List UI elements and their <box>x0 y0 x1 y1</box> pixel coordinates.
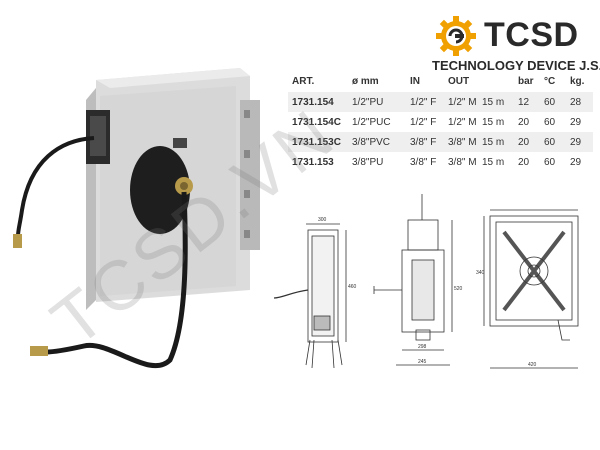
cell-in: 1/2" F <box>410 92 448 112</box>
col-art: ART. <box>292 75 315 87</box>
dim-side-height: 460 <box>348 284 357 290</box>
dim-front-width: 298 <box>418 344 427 350</box>
dim-side-top: 300 <box>318 217 327 223</box>
table-row: 1731.153 3/8"PU 3/8" F 3/8" M 15 m 20 60… <box>288 152 593 172</box>
col-len <box>482 70 518 92</box>
table-header-row: ART. ø mm IN OUT bar °C kg. <box>288 70 593 92</box>
logo-brand: TCSD <box>484 16 579 54</box>
cell-out: 1/2" M <box>448 92 482 112</box>
cell-art: 1731.154 <box>288 92 352 112</box>
cell-out: 3/8" M <box>448 132 482 152</box>
cell-deg: 60 <box>544 116 556 128</box>
company-logo: TCSD TECHNOLOGY DEVICE J.S.C <box>432 8 600 78</box>
gear-logo-icon <box>436 16 476 56</box>
dim-front-height: 520 <box>454 286 463 292</box>
dim-front-bottom: 245 <box>418 359 427 365</box>
cell-deg: 60 <box>544 132 570 152</box>
cell-kg: 29 <box>570 156 582 168</box>
cell-art: 1731.153C <box>288 132 352 152</box>
cell-len: 15 m <box>482 116 505 128</box>
cell-in: 3/8" F <box>410 156 437 168</box>
table-row: 1731.153C 3/8"PVC 3/8" F 3/8" M 15 m 20 … <box>288 132 593 152</box>
col-mm: ø mm <box>352 75 379 87</box>
logo-tagline: TECHNOLOGY DEVICE J.S.C <box>432 58 600 73</box>
cell-bar: 20 <box>518 156 530 168</box>
col-out: OUT <box>448 75 470 87</box>
cell-len: 15 m <box>482 92 518 112</box>
cell-deg: 60 <box>544 92 570 112</box>
front-view-drawing <box>373 194 453 366</box>
cell-in: 1/2" F <box>410 116 437 128</box>
cell-out: 3/8" M <box>448 156 477 168</box>
dim-rear-height: 340 <box>476 270 485 276</box>
technical-drawing: 300 460 520 298 245 340 420 <box>273 194 579 369</box>
col-bar: bar <box>518 75 534 87</box>
cell-mm: 3/8"PU <box>352 156 384 168</box>
cell-len: 15 m <box>482 132 518 152</box>
cell-bar: 20 <box>518 132 544 152</box>
cell-art: 1731.154C <box>292 116 341 128</box>
rear-view-drawing <box>483 209 579 369</box>
cell-kg: 28 <box>570 92 593 112</box>
cell-len: 15 m <box>482 156 505 168</box>
cell-out: 1/2" M <box>448 116 477 128</box>
cell-kg: 29 <box>570 116 582 128</box>
cell-bar: 20 <box>518 116 530 128</box>
cell-art: 1731.153 <box>292 156 334 168</box>
dim-rear-width: 420 <box>528 362 537 368</box>
col-in: IN <box>410 75 420 87</box>
cell-kg: 29 <box>570 132 593 152</box>
table-row: 1731.154 1/2"PU 1/2" F 1/2" M 15 m 12 60… <box>288 92 593 112</box>
hose-reel-photo <box>13 68 260 369</box>
cell-in: 3/8" F <box>410 132 448 152</box>
col-deg: °C <box>544 75 556 87</box>
cell-mm: 1/2"PUC <box>352 116 391 128</box>
spec-table: ART. ø mm IN OUT bar °C kg. 1731.154 1/2… <box>288 70 593 172</box>
col-kg: kg. <box>570 75 585 87</box>
side-view-drawing <box>273 223 347 369</box>
cell-bar: 12 <box>518 92 544 112</box>
cell-deg: 60 <box>544 156 556 168</box>
cell-mm: 1/2"PU <box>352 92 410 112</box>
cell-mm: 3/8"PVC <box>352 132 410 152</box>
table-row: 1731.154C 1/2"PUC 1/2" F 1/2" M 15 m 20 … <box>288 112 593 132</box>
